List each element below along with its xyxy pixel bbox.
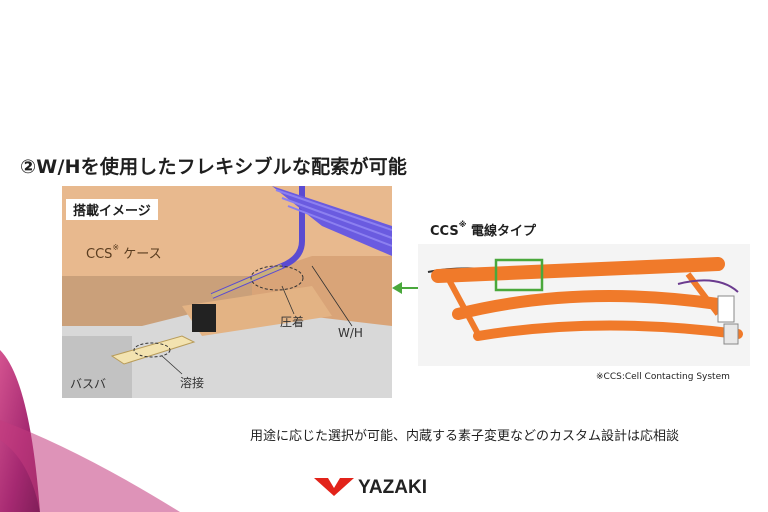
ccs-footnote: ※CCS:Cell Contacting System [596,372,730,382]
ccs-title-suffix: 電線タイプ [466,224,536,239]
crimp-label: 圧着 [280,315,305,329]
mounting-image-tag: 搭載イメージ [66,199,158,220]
ccs-wire-harness-photo [418,244,750,366]
ccs-title-sup: ※ [458,220,467,229]
ccs-title-main: CCS [430,224,459,239]
weld-label: 溶接 [180,376,205,390]
wire-harness-label: W/H [338,326,363,340]
ccs-case-label: CCS※ ケース [86,243,162,262]
busbar-label: バスバ [70,377,107,391]
mounting-illustration [62,186,392,398]
custom-design-note: 用途に応じた選択が可能、内蔵する素子変更などのカスタム設計は応相談 [250,429,680,444]
ccs-case-label-main: CCS [86,247,113,262]
ccs-case-label-sup: ※ [112,243,120,252]
ccs-case-label-suffix: ケース [119,247,162,262]
decorative-corner-gradient [0,350,180,512]
yazaki-logo: YAZAKI [314,477,427,498]
ccs-wire-type-title: CCS※ 電線タイプ [430,220,536,239]
slide-title: ②W/Hを使用したフレキシブルな配索が可能 [20,156,408,178]
svg-text:YAZAKI: YAZAKI [358,477,427,498]
